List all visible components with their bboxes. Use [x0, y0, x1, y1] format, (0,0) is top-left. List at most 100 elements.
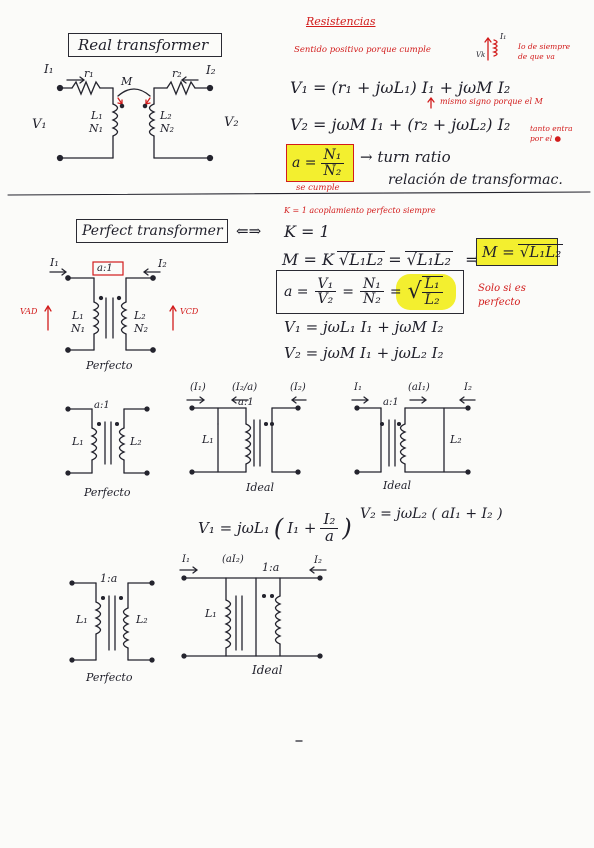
row2-perfect-l1: L₁ [76, 613, 88, 626]
perfect-label-vcd: VCD [180, 307, 199, 316]
ratio-equation-box [276, 270, 464, 314]
perfect-label-ratio: a:1 [97, 263, 113, 274]
row1-ideal1-c2: (I₂/a) [232, 382, 258, 393]
annotation-resistances: Resistencias [306, 15, 376, 28]
ratio-den: N₂ [323, 162, 342, 179]
m-eq-part-a: M = K [282, 249, 334, 269]
perfect-label-i1: I₁ [50, 256, 59, 269]
m-eq-part-d: L₁L₂ [416, 250, 451, 269]
annotation-positive-sense: Sentido positivo porque cumple [294, 45, 431, 55]
row1-ideal2-c3: I₂ [464, 382, 472, 393]
row1-ideal1-circuit [186, 396, 307, 475]
real-transformer-red-marks [117, 37, 498, 109]
row1-eq-v1-lhs: V₁ = jωL₁ [198, 518, 270, 537]
row2-perfect-circuit [69, 580, 155, 663]
ratio2-f2d: N₂ [363, 291, 381, 308]
annotation-vk-mark: Vk [476, 51, 486, 59]
row1-perfect-caption: Perfecto [84, 486, 131, 499]
turn-ratio-highlight [286, 144, 354, 182]
ratio-fraction: N₁ N₂ [320, 148, 345, 179]
annotation-same-sign: mismo signo porque el M [440, 97, 543, 106]
perfect-transformer-title-box [76, 219, 228, 243]
row1-ideal1-c3: (I₂) [290, 382, 306, 393]
row1-eq-v1-a: I₁ + [287, 518, 317, 537]
ratio2-f3d: L₂ [424, 291, 440, 308]
perfect-label-n2: N₂ [134, 322, 149, 335]
annotation-current-mark: I₁ [500, 32, 507, 41]
turn-ratio-label-es: relación de transformac. [388, 172, 563, 188]
perfect-label-l1: L₁ [72, 309, 84, 322]
row2-ideal-c2: (aI₂) [222, 554, 244, 565]
ratio2-f3n: L₁ [421, 277, 443, 293]
ratio2-f1d: V₂ [317, 291, 334, 308]
row1-perfect-l2: L₂ [130, 435, 142, 448]
label-v1: V₁ [32, 117, 47, 132]
row1-eq-v1-den: a [324, 526, 334, 545]
m-box-lhs: M = [482, 242, 515, 261]
annotation-side-note: Io de siempre de que va [518, 42, 571, 62]
m-boxed-highlight [476, 238, 558, 266]
m-eq-part-c: = [388, 249, 402, 269]
row1-ideal2-c2: (aI₁) [408, 382, 430, 393]
ratio-lhs: a = [292, 155, 317, 172]
label-i1: I₁ [44, 62, 54, 76]
row1-perfect-l1: L₁ [72, 435, 84, 448]
row2-ideal-circuit [179, 566, 327, 659]
perfect-transformer-title: Perfect transformer [82, 223, 223, 239]
iff-arrow: ⇐⇒ [236, 222, 262, 240]
turn-ratio-label: → turn ratio [360, 148, 451, 166]
annotation-both-enter: tanto entra por el ● [530, 124, 573, 144]
label-l2: L₂ [160, 109, 172, 122]
ratio2-eq2: = [389, 283, 402, 300]
perfect-transformer-circuit [49, 261, 161, 353]
equation-v1-perfect: V₁ = jωL₁ I₁ + jωM I₂ [284, 318, 444, 336]
equation-v2-real: V₂ = jωM I₁ + (r₂ + jωL₂) I₂ [290, 115, 511, 134]
real-transformer-circuit [56, 76, 214, 162]
row1-eq-v1-num: I₂ [320, 511, 339, 529]
row1-perfect-ratio: a:1 [94, 400, 110, 411]
label-r2: r₂ [172, 67, 182, 80]
label-l1: L₁ [91, 109, 103, 122]
row1-ideal2-l2: L₂ [450, 433, 462, 446]
row1-equation-v2: V₂ = jωL₂ ( aI₁ + I₂ ) [360, 506, 503, 522]
perfect-label-n1: N₁ [71, 322, 86, 335]
m-box-rad: L₁L₂ [529, 243, 562, 261]
row1-ideal1-ratio: a:1 [238, 397, 254, 408]
row2-ideal-i2: I₂ [314, 555, 322, 566]
label-r1: r₁ [84, 67, 94, 80]
row1-ideal1-caption: Ideal [246, 481, 274, 494]
perfect-caption: Perfecto [86, 359, 133, 372]
row2-perfect-l2: L₂ [136, 613, 148, 626]
annotation-k-note: K = 1 acoplamiento perfecto siempre [284, 206, 436, 215]
real-transformer-title-box [68, 33, 222, 57]
ratio-num: N₁ [320, 148, 345, 164]
turn-ratio-formula: a = N₁ N₂ [292, 148, 345, 179]
annotation-satisfied: se cumple [296, 183, 340, 193]
row1-ideal2-ratio: a:1 [383, 397, 399, 408]
row2-ideal-caption: Ideal [252, 663, 283, 677]
label-i2: I₂ [206, 63, 216, 77]
perfect-label-vad: VAD [20, 307, 38, 316]
label-n1: N₁ [89, 122, 104, 135]
row1-ideal2-c1: I₁ [354, 382, 362, 393]
m-eq-part-b: L₁L₂ [349, 250, 384, 269]
perfect-label-i2: I₂ [158, 257, 167, 270]
row1-ideal1-l1: L₁ [202, 433, 214, 446]
m-eq-arrow: ⇒ [465, 249, 480, 269]
k-equals-one: K = 1 [284, 222, 330, 241]
row2-perfect-ratio: 1:a [100, 572, 118, 585]
equation-v1-real: V₁ = (r₁ + jωL₁) I₁ + jωM I₂ [290, 78, 511, 97]
ratio2-eq1: = [342, 283, 354, 300]
perfect-label-l2: L₂ [134, 309, 146, 322]
equation-v2-perfect: V₂ = jωM I₁ + jωL₂ I₂ [284, 344, 444, 362]
row2-ideal-ratio: 1:a [262, 561, 280, 574]
row2-ideal-l1: L₁ [205, 607, 217, 620]
row1-ideal2-circuit [351, 396, 476, 475]
real-transformer-title: Real transformer [78, 36, 209, 54]
ratio2-lhs: a = [284, 283, 309, 300]
label-v2: V₂ [224, 115, 239, 130]
row1-ideal2-caption: Ideal [383, 479, 411, 492]
row1-perfect-circuit [65, 406, 150, 476]
